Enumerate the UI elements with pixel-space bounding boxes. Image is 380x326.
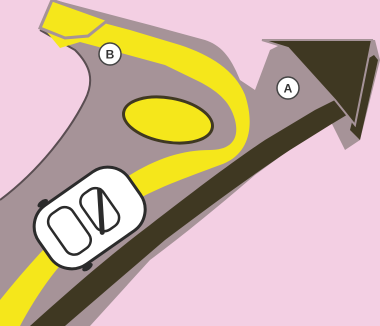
label-a: A (284, 82, 293, 96)
label-b-marker: B (99, 43, 121, 65)
label-b: B (106, 48, 115, 62)
label-a-marker: A (277, 77, 299, 99)
